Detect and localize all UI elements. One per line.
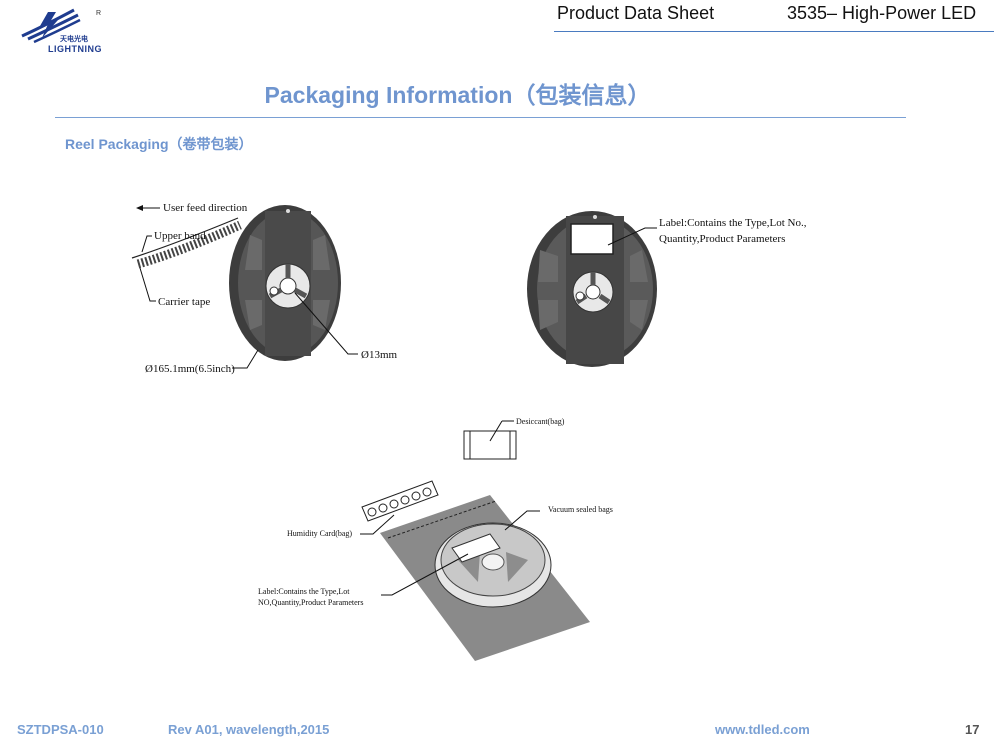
reel-diagram: User feed direction Upper band Carrier t… [131,202,398,375]
bag-diagram: Desiccant(bag) Vacuum sealed bags Humidi… [258,417,613,661]
header-title: Product Data Sheet [557,3,715,23]
header-divider [554,31,994,32]
logo-chinese-text: 天电光电 [60,36,88,43]
footer-page-number: 17 [965,722,980,737]
hub-diameter-label: Ø13mm [361,349,398,361]
carrier-tape-label: Carrier tape [158,296,210,308]
labeled-reel-diagram: Label:Contains the Type,Lot No., Quantit… [527,211,807,367]
vacuum-bags-label: Vacuum sealed bags [548,505,613,514]
footer-doc-id: SZTDPSA-010 [17,722,104,737]
reel-diameter-label: Ø165.1mm(6.5inch) [145,363,235,375]
registered-mark: R [96,10,102,17]
company-logo: R 天电光电 LIGHTNING [14,6,104,54]
header-model: 3535– High-Power LED [787,3,977,23]
title-divider [55,117,906,118]
user-feed-direction-label: User feed direction [163,202,248,214]
humidity-card-label: Humidity Card(bag) [287,529,352,538]
logo-text: LIGHTNING [48,44,102,54]
bag-label-callout-line1: Label:Contains the Type,Lot [258,587,350,596]
lightning-logo-icon [21,8,81,44]
reel-label-callout-line2: Quantity,Product Parameters [659,233,785,245]
footer-website-link[interactable]: www.tdled.com [715,722,810,737]
bag-label-callout-line2: NO,Quantity,Product Parameters [258,598,363,607]
footer-revision: Rev A01, wavelength,2015 [168,722,330,737]
reel-label-callout-line1: Label:Contains the Type,Lot No., [659,217,807,229]
page-title: Packaging Information（包装信息） [264,82,651,108]
desiccant-label: Desiccant(bag) [516,417,565,426]
upper-band-label: Upper band [154,230,206,242]
section-title: Reel Packaging（卷带包装） [65,136,253,152]
